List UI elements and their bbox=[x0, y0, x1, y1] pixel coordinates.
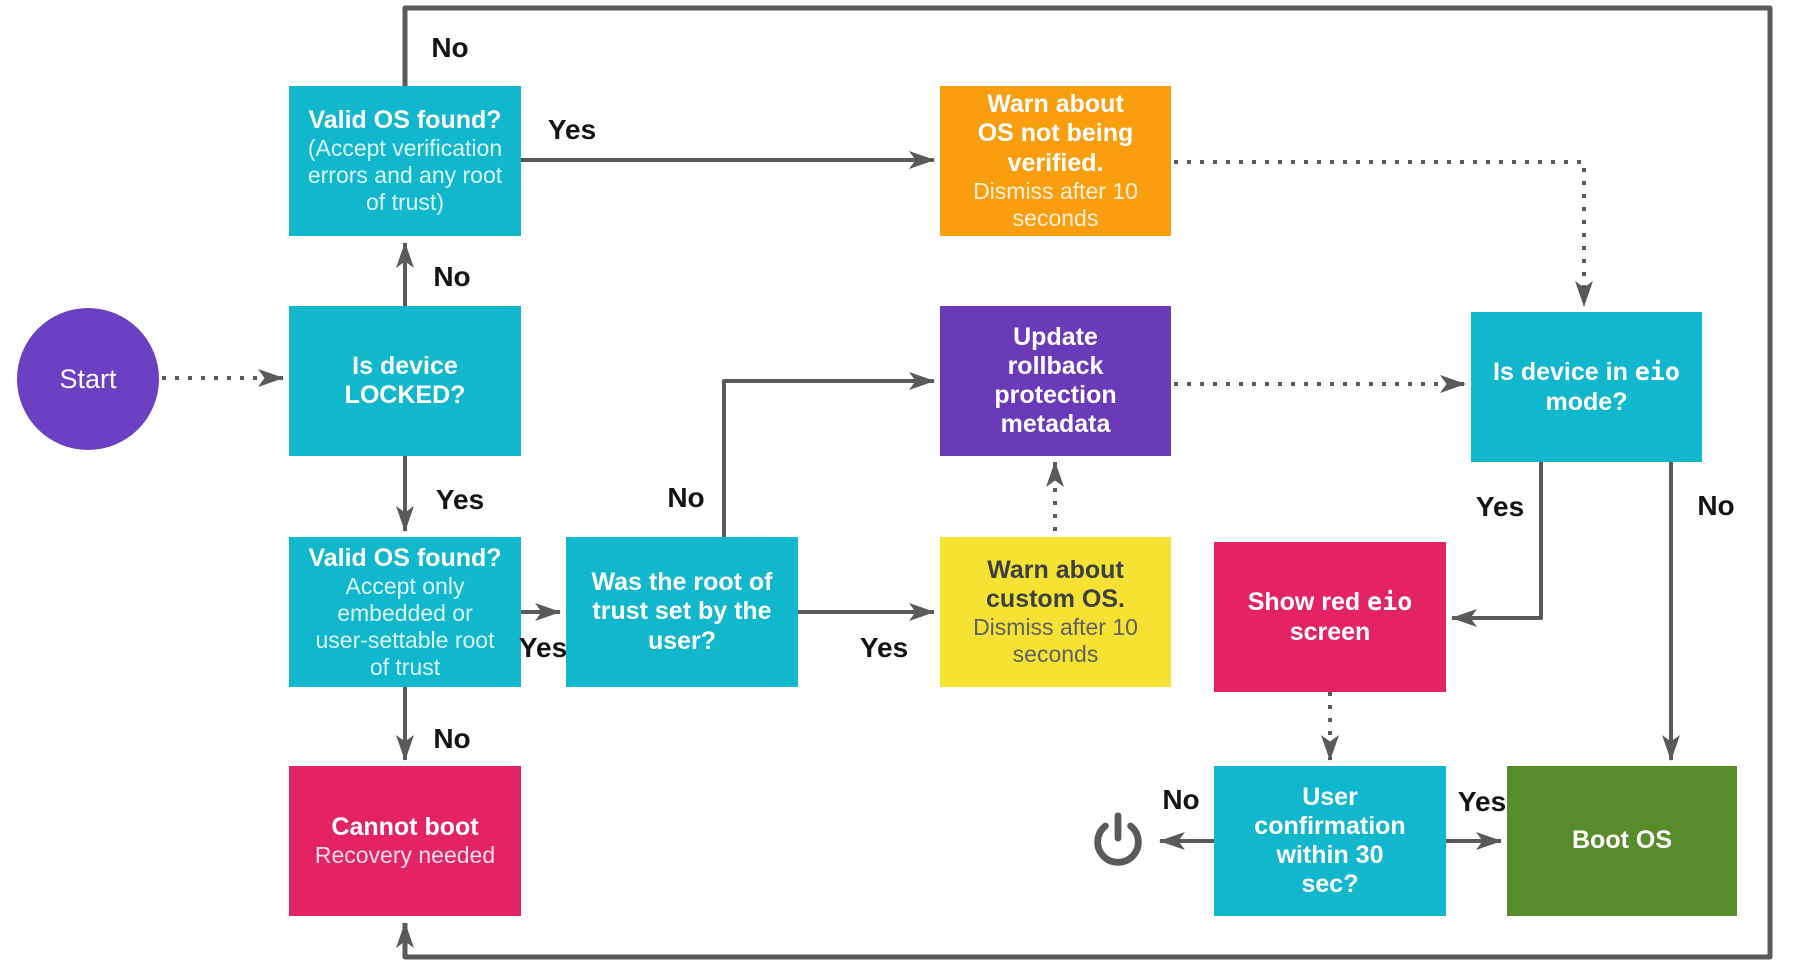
edge-label-no: No bbox=[1162, 784, 1200, 815]
node-subtitle: Dismiss after 10 seconds bbox=[973, 614, 1138, 668]
node-valid-os-locked: Valid OS found? (Accept verification err… bbox=[289, 86, 521, 236]
edge-label-yes: Yes bbox=[518, 632, 568, 663]
node-is-device-locked: Is device LOCKED? bbox=[289, 306, 521, 456]
eio-code-text: eio bbox=[1634, 357, 1680, 387]
edge-warn-eio bbox=[1174, 160, 1593, 307]
node-title: Was the root of trust set by the user? bbox=[591, 568, 773, 655]
node-is-device-eio: Is device in eio mode? bbox=[1471, 312, 1702, 462]
node-subtitle: Accept only embedded or user-settable ro… bbox=[315, 572, 495, 680]
start-label: Start bbox=[59, 363, 117, 394]
node-title: Valid OS found? bbox=[308, 543, 502, 572]
start-node: Start bbox=[17, 308, 159, 450]
node-title: Cannot boot bbox=[331, 812, 479, 841]
node-title: Update rollback protection metadata bbox=[994, 322, 1117, 439]
node-cannot-boot: Cannot boot Recovery needed bbox=[289, 766, 521, 916]
node-was-root-user: Was the root of trust set by the user? bbox=[566, 537, 798, 687]
edge-label-no: No bbox=[1697, 490, 1735, 521]
node-valid-os-unlocked: Valid OS found? Accept only embedded or … bbox=[289, 537, 521, 687]
edge-loop-no-cannot-boot bbox=[396, 5, 1773, 960]
edge-label-yes: Yes bbox=[1475, 491, 1525, 522]
node-subtitle: Recovery needed bbox=[314, 842, 496, 869]
edge-eio-yes-showred bbox=[1451, 462, 1543, 627]
node-warn-custom-os: Warn about custom OS. Dismiss after 10 s… bbox=[940, 537, 1171, 687]
node-title: Boot OS bbox=[1572, 826, 1672, 855]
node-title: Is device in eio mode? bbox=[1493, 357, 1680, 416]
node-subtitle: (Accept verification errors and any root… bbox=[307, 135, 503, 216]
node-show-red-eio: Show red eio screen bbox=[1214, 542, 1446, 692]
edge-label-yes: Yes bbox=[1457, 786, 1507, 817]
node-subtitle: Dismiss after 10 seconds bbox=[973, 177, 1138, 231]
node-title: Is device LOCKED? bbox=[344, 351, 466, 409]
eio-code-text: eio bbox=[1367, 587, 1413, 617]
power-off-icon bbox=[1087, 810, 1149, 872]
node-title: Warn about custom OS. bbox=[986, 555, 1125, 614]
node-user-confirmation: User confirmation within 30 sec? bbox=[1214, 766, 1446, 916]
node-update-rollback: Update rollback protection metadata bbox=[940, 306, 1171, 456]
edge-label-no: No bbox=[667, 482, 705, 513]
edge-label-yes: Yes bbox=[435, 484, 485, 515]
edge-label-yes: Yes bbox=[859, 632, 909, 663]
node-warn-not-verified: Warn about OS not being verified. Dismis… bbox=[940, 86, 1171, 236]
node-title: User confirmation within 30 sec? bbox=[1254, 782, 1406, 899]
node-boot-os: Boot OS bbox=[1507, 766, 1737, 916]
node-title: Show red eio screen bbox=[1247, 587, 1413, 646]
edge-label-no: No bbox=[431, 32, 469, 63]
edge-root-no-rollback bbox=[722, 372, 935, 537]
node-title: Valid OS found? bbox=[308, 106, 502, 135]
node-title: Warn about OS not being verified. bbox=[977, 90, 1134, 177]
edge-label-no: No bbox=[433, 723, 471, 754]
edge-label-no: No bbox=[433, 261, 471, 292]
edge-label-yes: Yes bbox=[547, 114, 597, 145]
